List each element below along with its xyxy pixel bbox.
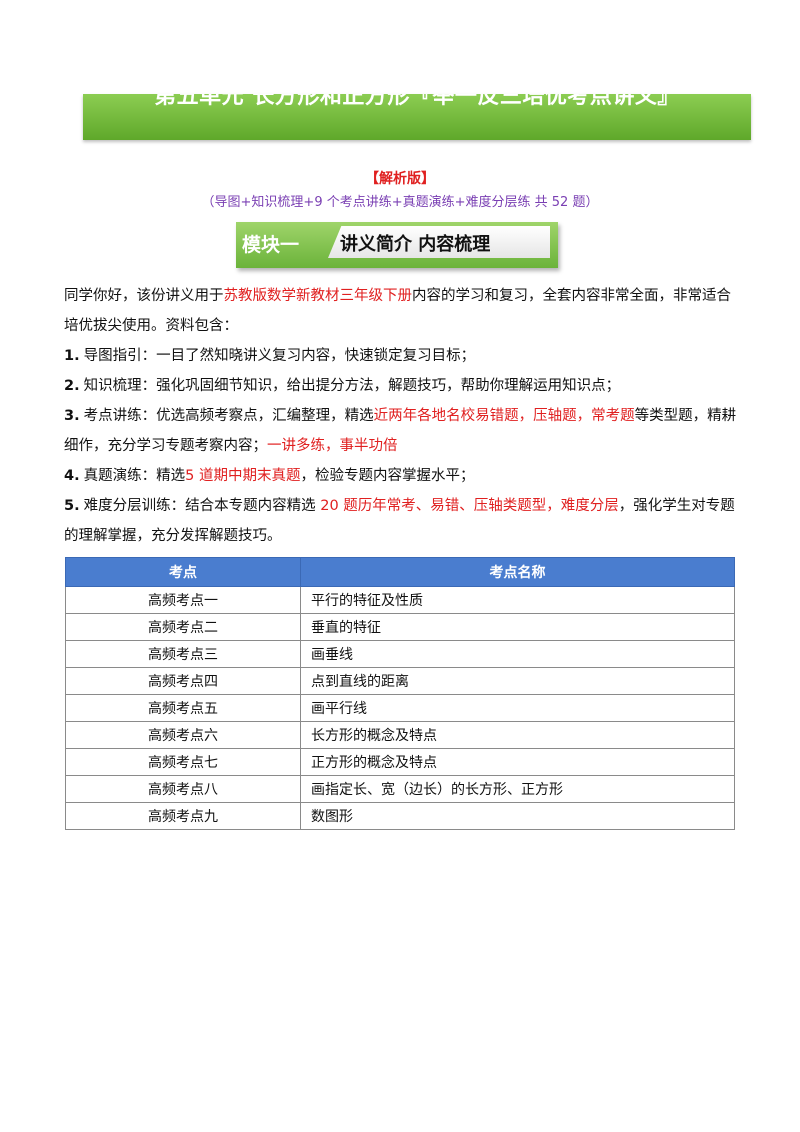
module-banner: 模块一 讲义简介 内容梳理 (236, 222, 558, 268)
table-row: 高频考点八画指定长、宽（边长）的长方形、正方形 (65, 775, 735, 803)
header-kaodian-name: 考点名称 (300, 557, 735, 587)
header-kaodian: 考点 (65, 557, 301, 587)
item-number: 3. (64, 408, 80, 424)
item-text: 真题演练：精选 (83, 468, 186, 484)
intro-text: 同学你好，该份讲义用于 (64, 288, 224, 304)
item-highlight: 一讲多练，事半功倍 (267, 438, 398, 454)
table-row: 高频考点九数图形 (65, 802, 735, 830)
intro-section: 同学你好，该份讲义用于苏教版数学新教材三年级下册内容的学习和复习，全套内容非常全… (64, 281, 740, 551)
item-text: 考点讲练：优选高频考察点，汇编整理，精选 (83, 408, 374, 424)
cell-point: 高频考点八 (65, 775, 301, 803)
item-text: ，强化学生对专题的理解掌握，充分发挥解题技巧。 (64, 498, 735, 544)
cell-topic: 画指定长、宽（边长）的长方形、正方形 (300, 775, 735, 803)
item-text: ，检验专题内容掌握水平； (300, 468, 475, 484)
cell-topic: 长方形的概念及特点 (300, 721, 735, 749)
cell-topic: 正方形的概念及特点 (300, 748, 735, 776)
table-row: 高频考点七正方形的概念及特点 (65, 748, 735, 776)
table-row: 高频考点二垂直的特征 (65, 613, 735, 641)
item-text: 难度分层训练：结合本专题内容精选 (83, 498, 321, 514)
cell-point: 高频考点二 (65, 613, 301, 641)
cell-topic: 画垂线 (300, 640, 735, 668)
cell-point: 高频考点四 (65, 667, 301, 695)
subtitle: （导图+知识梳理+9 个考点讲练+真题演练+难度分层练 共 52 题） (201, 195, 599, 210)
table-header-row: 考点 考点名称 (65, 557, 735, 587)
intro-highlight: 苏教版数学新教材三年级下册 (223, 288, 413, 304)
cell-point: 高频考点七 (65, 748, 301, 776)
item-number: 1. (64, 348, 80, 364)
table-row: 高频考点四点到直线的距离 (65, 667, 735, 695)
table-row: 高频考点三画垂线 (65, 640, 735, 668)
cell-topic: 画平行线 (300, 694, 735, 722)
module-label: 模块一 (242, 234, 300, 256)
item-number: 4. (64, 468, 80, 484)
item-number: 2. (64, 378, 80, 394)
item-highlight: 近两年各地名校易错题，压轴题，常考题 (373, 408, 635, 424)
intro-paragraph: 同学你好，该份讲义用于苏教版数学新教材三年级下册内容的学习和复习，全套内容非常全… (64, 281, 740, 341)
title-banner: 第五单元 长方形和正方形『举一反三培优考点讲义』 (83, 94, 751, 140)
cell-point: 高频考点五 (65, 694, 301, 722)
item-text: 等类型题，精耕细作，充分学习专题考察内容； (64, 408, 737, 454)
cell-point: 高频考点三 (65, 640, 301, 668)
key-points-table: 考点 考点名称 高频考点一平行的特征及性质 高频考点二垂直的特征 高频考点三画垂… (65, 557, 735, 830)
table-row: 高频考点六长方形的概念及特点 (65, 721, 735, 749)
intro-item-1: 1.导图指引：一目了然知晓讲义复习内容，快速锁定复习目标； (64, 341, 740, 371)
module-title: 讲义简介 内容梳理 (340, 234, 491, 255)
cell-topic: 平行的特征及性质 (300, 586, 735, 614)
intro-item-3: 3.考点讲练：优选高频考察点，汇编整理，精选近两年各地名校易错题，压轴题，常考题… (64, 401, 740, 461)
item-number: 5. (64, 498, 80, 514)
intro-text: 内容的学习和复习，全套内容非常全面，非常适合培优拔尖使用。资料包含： (64, 288, 731, 334)
intro-item-4: 4.真题演练：精选5 道期中期末真题，检验专题内容掌握水平； (64, 461, 740, 491)
cell-topic: 数图形 (300, 802, 735, 830)
cell-point: 高频考点九 (65, 802, 301, 830)
item-text: 导图指引：一目了然知晓讲义复习内容，快速锁定复习目标； (83, 348, 476, 364)
cell-topic: 垂直的特征 (300, 613, 735, 641)
table-row: 高频考点一平行的特征及性质 (65, 586, 735, 614)
intro-item-2: 2.知识梳理：强化巩固细节知识，给出提分方法，解题技巧，帮助你理解运用知识点； (64, 371, 740, 401)
cell-topic: 点到直线的距离 (300, 667, 735, 695)
table-row: 高频考点五画平行线 (65, 694, 735, 722)
page-title: 第五单元 长方形和正方形『举一反三培优考点讲义』 (154, 94, 680, 109)
intro-item-5: 5.难度分层训练：结合本专题内容精选 20 题历年常考、易错、压轴类题型，难度分… (64, 491, 740, 551)
edition-label: 【解析版】 (365, 171, 435, 187)
cell-point: 高频考点六 (65, 721, 301, 749)
item-highlight: 5 道期中期末真题 (185, 468, 301, 484)
item-highlight: 20 题历年常考、易错、压轴类题型，难度分层 (320, 498, 619, 514)
item-text: 知识梳理：强化巩固细节知识，给出提分方法，解题技巧，帮助你理解运用知识点； (83, 378, 621, 394)
module-tab (328, 226, 550, 258)
cell-point: 高频考点一 (65, 586, 301, 614)
